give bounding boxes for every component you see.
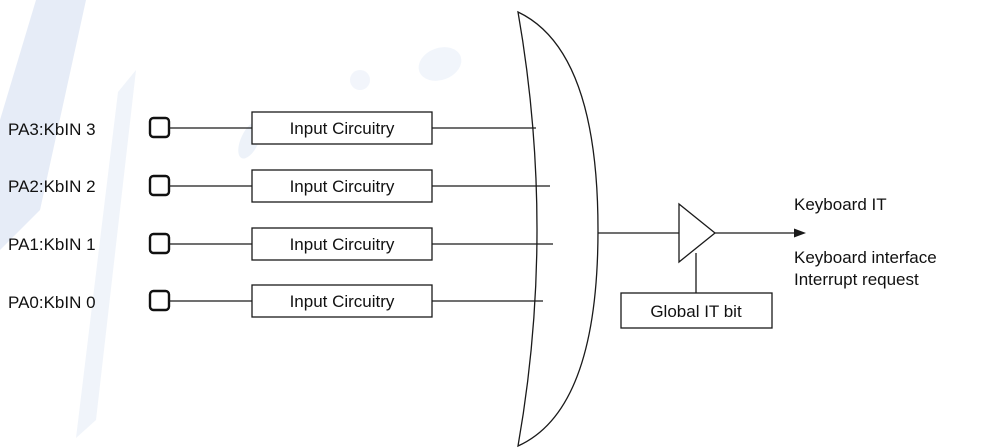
watermark: [0, 0, 462, 438]
pin-pad-icon: [148, 289, 171, 312]
input-circuitry-label: Input Circuitry: [290, 292, 395, 311]
global-it-bit-label: Global IT bit: [650, 302, 742, 321]
input-circuitry-block: [251, 111, 433, 145]
pin-label: PA2:KbIN 2: [8, 177, 96, 196]
input-row-pa0: PA0:KbIN 0 Input Circuitry: [8, 284, 543, 318]
pin-pad-icon: [148, 232, 171, 255]
input-circuitry-block: [251, 284, 433, 318]
pin-label: PA1:KbIN 1: [8, 235, 96, 254]
or-gate-shape: [517, 10, 599, 448]
output-description-line1: Keyboard interface: [794, 248, 937, 267]
input-row-pa2: PA2:KbIN 2 Input Circuitry: [8, 169, 550, 203]
input-circuitry-block: [251, 227, 433, 261]
input-row-pa3: PA3:KbIN 3 Input Circuitry: [8, 111, 536, 145]
arrow-head-icon: [794, 228, 806, 238]
pin-label: PA3:KbIN 3: [8, 120, 96, 139]
output-description-line2: Interrupt request: [794, 270, 919, 289]
input-row-pa1: PA1:KbIN 1 Input Circuitry: [8, 227, 553, 261]
pin-pad-icon: [148, 174, 171, 197]
global-it-bit-block: [620, 292, 773, 329]
pin-pad-icon: [148, 116, 171, 139]
input-circuitry-block: [251, 169, 433, 203]
output-signal-label: Keyboard IT: [794, 195, 887, 214]
input-circuitry-label: Input Circuitry: [290, 235, 395, 254]
input-circuitry-label: Input Circuitry: [290, 177, 395, 196]
buffer-gate-triangle: [678, 202, 717, 264]
pin-label: PA0:KbIN 0: [8, 293, 96, 312]
input-circuitry-label: Input Circuitry: [290, 119, 395, 138]
